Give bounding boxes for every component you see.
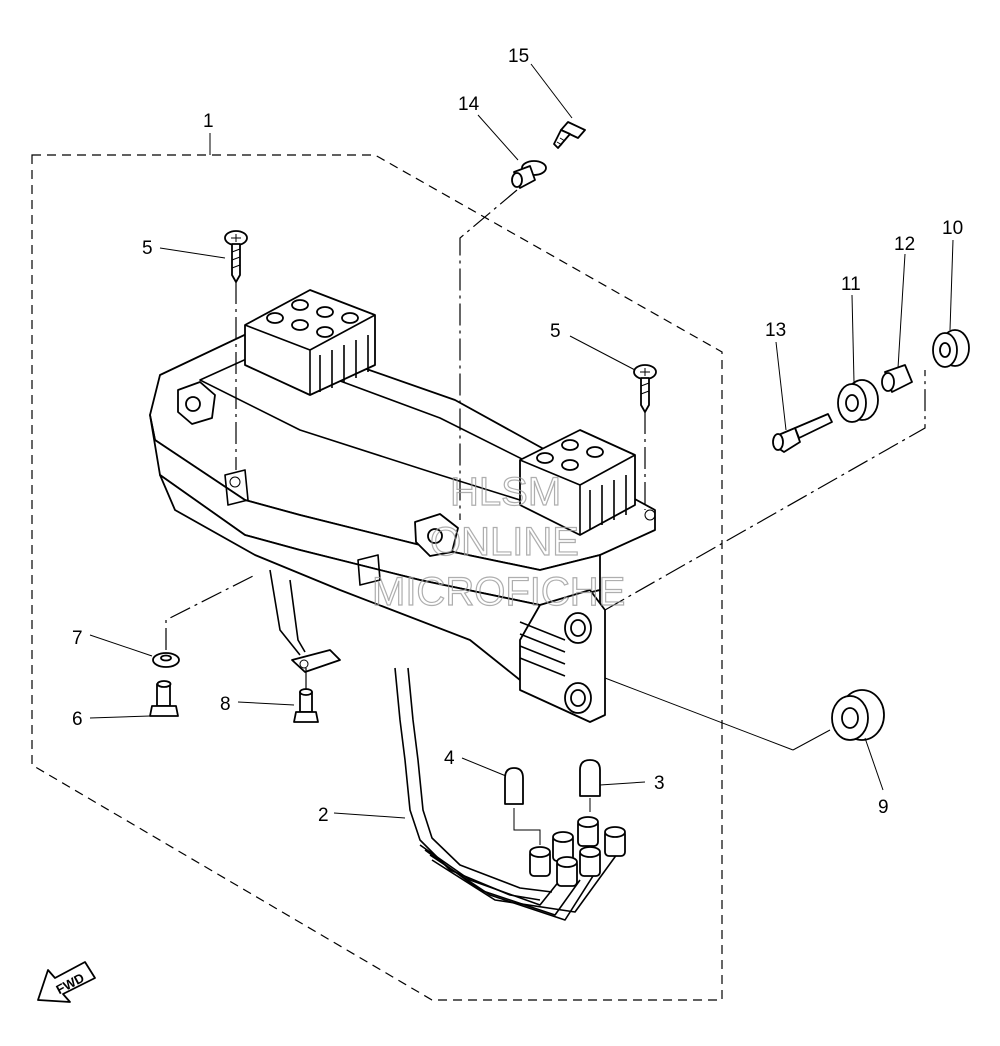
collar-10 [932,329,970,368]
callout-7: 7 [72,628,83,649]
callout-10: 10 [942,218,963,239]
callout-12: 12 [894,234,915,255]
washer-7 [152,652,180,668]
callout-11: 11 [841,274,861,295]
grommet-9 [831,689,885,741]
screw-5-left [224,230,248,283]
callout-labels: 1 2 3 4 5 5 6 7 8 9 10 11 12 13 14 15 [72,46,963,826]
callout-9: 9 [878,797,889,818]
grommet-11 [837,379,879,423]
callout-6: 6 [72,709,83,730]
watermark: HLSM ONLINE MICROFICHE [371,469,626,614]
bolt-8 [293,688,319,723]
callout-5-left: 5 [142,238,153,259]
callout-1: 1 [203,111,214,132]
bulb-4 [504,767,541,845]
collar-12 [881,364,913,393]
leader-lines [89,63,954,819]
screw-5-right [633,364,657,413]
bulb-3 [579,759,601,812]
callout-8: 8 [220,694,231,715]
callout-13: 13 [765,320,786,341]
wire-harness [394,667,626,921]
bolt-13 [772,413,833,453]
watermark-line-2: ONLINE [430,520,579,564]
watermark-line-1: HLSM [450,470,561,514]
heat-sink-left [244,289,376,396]
nut-14 [511,160,547,189]
callout-15: 15 [508,46,529,67]
fwd-arrow-icon: FWD [37,961,96,1003]
watermark-line-3: MICROFICHE [372,570,625,614]
connector-group [529,816,626,887]
callout-5-right: 5 [550,321,561,342]
assembly-boundary [31,133,723,1001]
heat-sink-right [519,429,636,536]
fwd-label: FWD [53,970,86,997]
callout-4: 4 [444,748,455,769]
bolt-6 [149,680,179,717]
callout-14: 14 [458,94,480,115]
callout-3: 3 [654,773,665,794]
screw-15 [553,121,586,149]
callout-2: 2 [318,805,329,826]
